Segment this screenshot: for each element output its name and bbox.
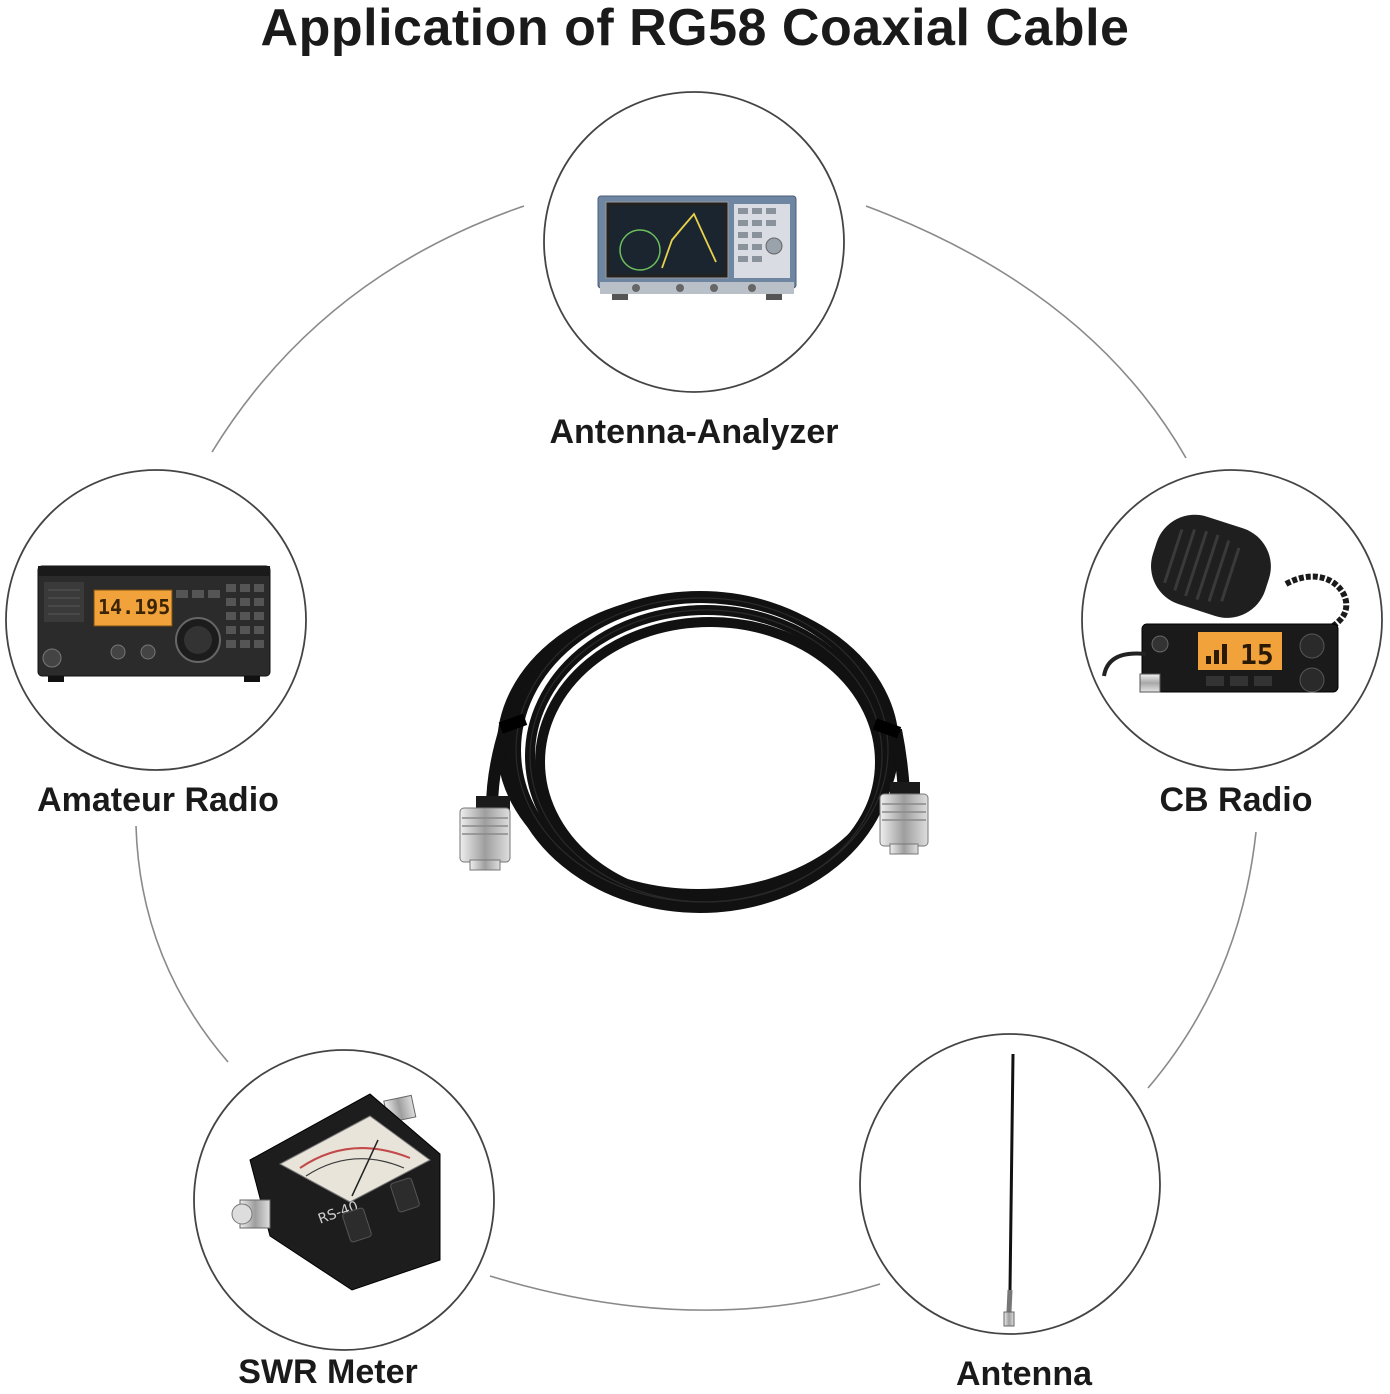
coaxial-cable-icon — [459, 591, 929, 913]
antenna-analyzer-icon — [597, 195, 797, 300]
antenna-item — [859, 1033, 1161, 1335]
ring-arc-left — [135, 825, 229, 1063]
antenna-icon — [1003, 1053, 1015, 1327]
cb-radio-icon: 15 — [1102, 514, 1350, 693]
amateur-radio-item: 14.195 — [5, 469, 307, 771]
connection-ring — [135, 205, 1257, 1311]
label-cb-radio: CB Radio — [1159, 781, 1313, 819]
label-antenna-analyzer: Antenna-Analyzer — [549, 413, 839, 451]
antenna-analyzer-item — [543, 91, 845, 393]
cb-radio-item: 15 — [1081, 469, 1383, 771]
connector-right — [879, 782, 929, 855]
svg-text:14.195: 14.195 — [98, 595, 170, 619]
label-antenna: Antenna — [956, 1355, 1092, 1393]
ring-arc-top-left — [211, 205, 525, 453]
svg-text:15: 15 — [1240, 638, 1274, 671]
swr-meter-item: RS-40 — [193, 1049, 495, 1351]
label-swr-meter: SWR Meter — [238, 1353, 418, 1391]
swr-meter-icon: RS-40 — [231, 1093, 441, 1291]
page-title: Application of RG58 Coaxial Cable — [260, 0, 1130, 57]
ring-arc-right — [1147, 831, 1257, 1089]
label-amateur-radio: Amateur Radio — [37, 781, 279, 819]
ring-arc-bottom — [489, 1275, 881, 1311]
ring-arc-top-right — [865, 205, 1187, 459]
amateur-radio-icon: 14.195 — [37, 565, 271, 682]
connector-left — [459, 796, 511, 871]
